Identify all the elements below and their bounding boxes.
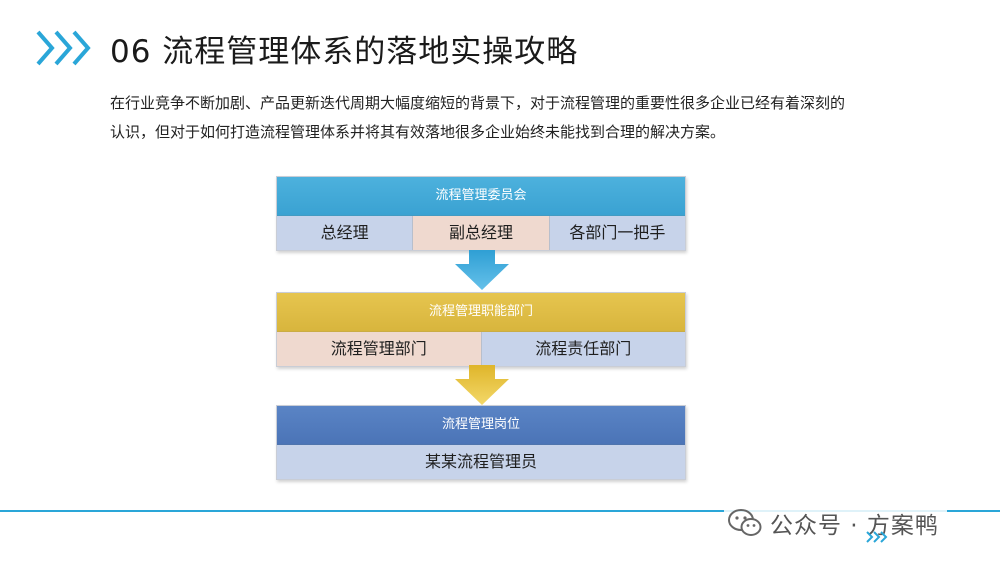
dept-process-management: 流程管理部门	[277, 332, 482, 366]
watermark-text: 公众号 · 方案鸭	[770, 513, 939, 539]
committee-title: 流程管理委员会	[277, 177, 685, 216]
watermark: 公众号 · 方案鸭	[724, 505, 947, 541]
member-department-heads: 各部门一把手	[549, 216, 685, 250]
intro-paragraph: 在行业竞争不断加剧、产品更新迭代周期大幅度缩短的背景下，对于流程管理的重要性很多…	[110, 89, 940, 147]
triple-chevron-icon	[36, 30, 91, 66]
committee-members: 总经理 副总经理 各部门一把手	[277, 216, 685, 250]
dept-process-responsibility: 流程责任部门	[481, 332, 685, 366]
member-deputy-general-manager: 副总经理	[413, 216, 550, 250]
intro-line-2: 认识，但对于如何打造流程管理体系并将其有效落地很多企业始终未能找到合理的解决方案…	[110, 123, 726, 141]
process-position-title: 流程管理岗位	[277, 406, 685, 445]
page-title: 06 流程管理体系的落地实操攻略	[110, 34, 579, 70]
functional-department-block: 流程管理职能部门 流程管理部门 流程责任部门	[276, 292, 686, 367]
functional-departments: 流程管理部门 流程责任部门	[277, 332, 685, 366]
intro-line-1: 在行业竞争不断加剧、产品更新迭代周期大幅度缩短的背景下，对于流程管理的重要性很多…	[110, 94, 846, 112]
functional-department-title: 流程管理职能部门	[277, 293, 685, 332]
down-arrow-icon	[455, 250, 509, 290]
wechat-icon	[728, 509, 762, 536]
footer-divider	[0, 510, 1000, 512]
process-positions: 某某流程管理员	[277, 445, 685, 479]
small-chevron-icon	[866, 531, 888, 543]
process-position-block: 流程管理岗位 某某流程管理员	[276, 405, 686, 480]
member-general-manager: 总经理	[277, 216, 414, 250]
committee-block: 流程管理委员会 总经理 副总经理 各部门一把手	[276, 176, 686, 251]
position-process-administrator: 某某流程管理员	[277, 445, 685, 479]
down-arrow-icon	[455, 365, 509, 405]
